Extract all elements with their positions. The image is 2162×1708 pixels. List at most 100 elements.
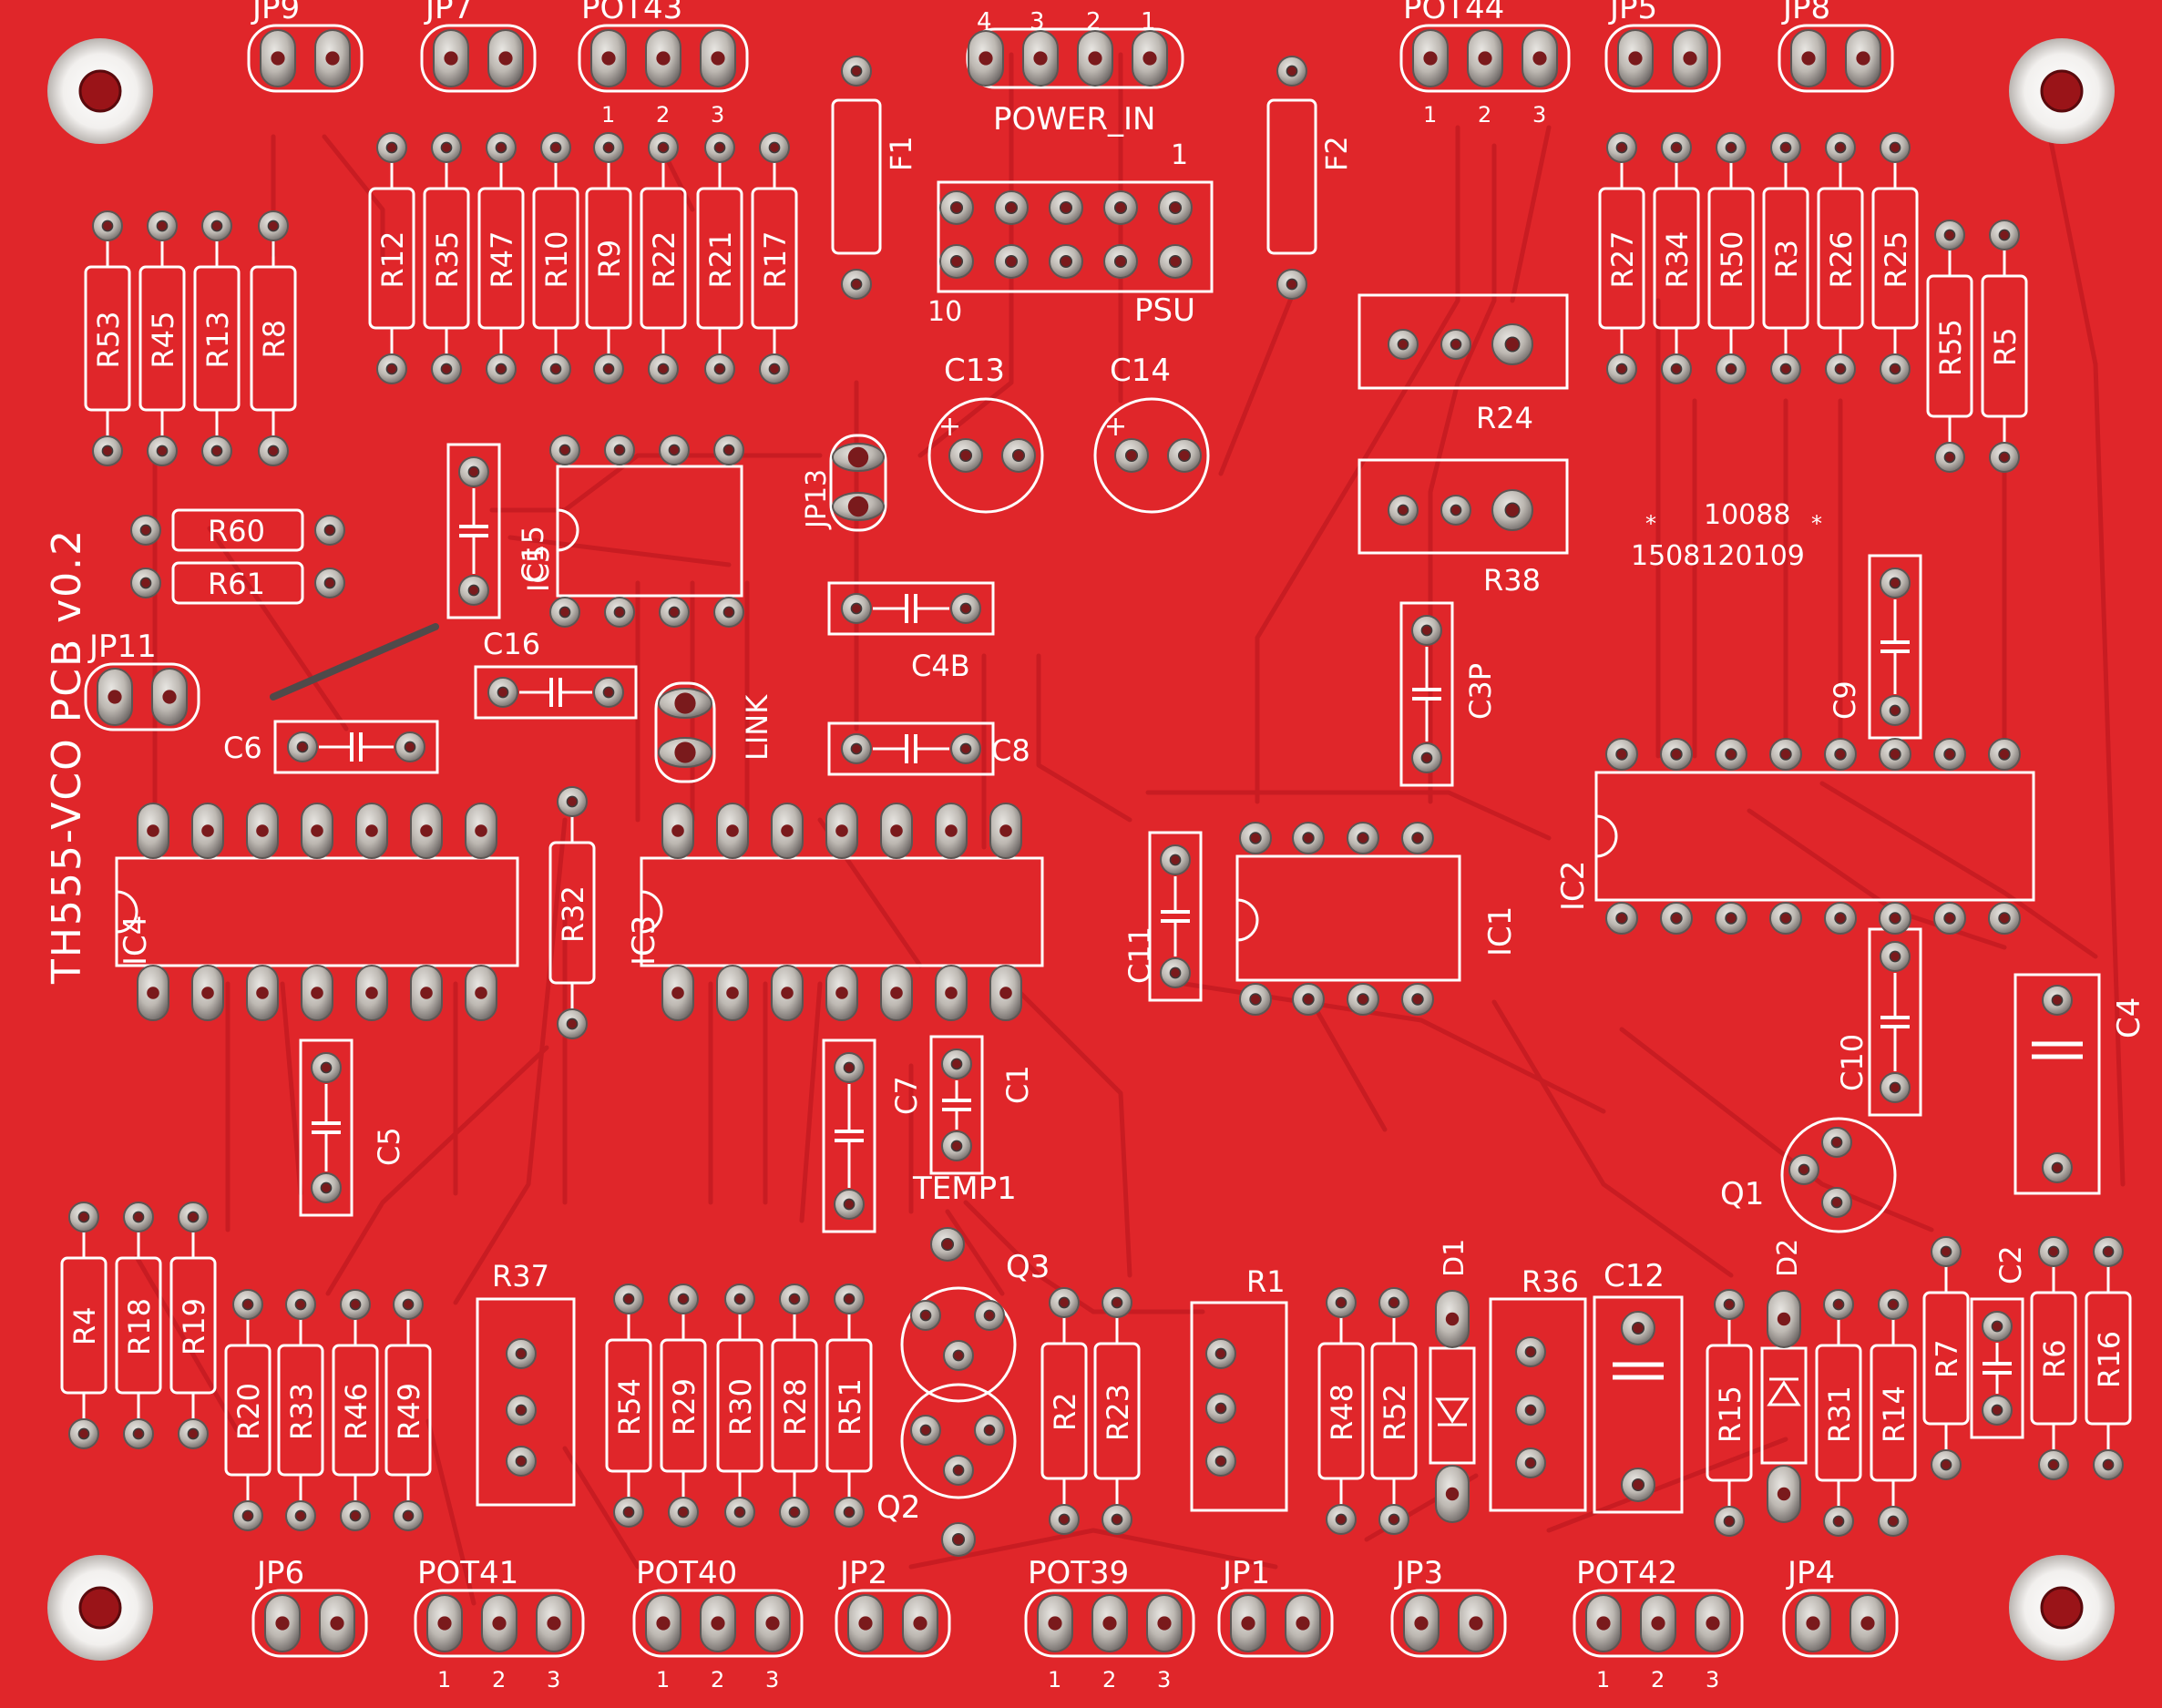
- electrolytic-pad: [948, 438, 983, 473]
- ic-pad: [989, 965, 1022, 1021]
- resistor-pad: [486, 132, 517, 163]
- resistor-pad: [1606, 353, 1637, 384]
- resistor-outline: [585, 187, 632, 330]
- resistor-pad: [1049, 1504, 1080, 1535]
- resistor-label-r34: R34: [1660, 231, 1695, 289]
- pot-pin-label: 3: [547, 1667, 560, 1693]
- transistor-pad: [1788, 1154, 1819, 1185]
- resistor-pad: [232, 1289, 263, 1320]
- resistor-label-r16: R16: [2092, 1331, 2126, 1388]
- capacitor-label-c16: C16: [483, 627, 540, 661]
- mounting-holes: [47, 38, 2115, 1661]
- trimmer-pad: [1440, 329, 1471, 360]
- jumper-outline: [1217, 1589, 1334, 1658]
- resistor-pad: [1931, 1236, 1962, 1267]
- ic-pad: [1292, 822, 1325, 854]
- resistor-pad: [593, 132, 624, 163]
- resistor-pad: [668, 1284, 699, 1314]
- fuse-outline: [1266, 98, 1317, 255]
- capacitor-pad: [841, 733, 872, 764]
- capacitor-pad: [458, 575, 489, 606]
- ic-pad: [661, 965, 694, 1021]
- silkscreen-outlines: [60, 24, 2132, 1658]
- link-pad: [658, 688, 712, 719]
- ic-pad: [1769, 902, 1802, 935]
- pot-pin-label: 3: [711, 102, 724, 128]
- jumper-outline: [1604, 24, 1721, 93]
- capacitor-label-c5: C5: [372, 1127, 406, 1166]
- ic-outline: [1594, 771, 2035, 902]
- resistor-label-r3: R3: [1769, 240, 1804, 279]
- ic-label-ic2: IC2: [1555, 861, 1592, 911]
- capacitor-label-c3p: C3P: [1463, 663, 1498, 720]
- pot-pad: [1585, 1594, 1622, 1652]
- jumper-pad: [97, 668, 133, 726]
- resistor-outline: [2085, 1291, 2132, 1426]
- ic-pad: [137, 965, 169, 1021]
- capacitor-pad: [941, 1048, 972, 1079]
- chip-marking-2: 1508120109: [1631, 540, 1805, 572]
- ic-pad: [246, 803, 279, 859]
- capacitor-label-c14: C14: [1110, 353, 1171, 389]
- transistor-pad: [943, 1455, 974, 1486]
- resistor-outline: [169, 1256, 217, 1395]
- diode-pad: [1767, 1290, 1801, 1348]
- ic-pad: [465, 965, 497, 1021]
- transistor-pad: [910, 1415, 941, 1446]
- capacitor-pad: [1160, 957, 1191, 988]
- resistor-pad: [1989, 220, 2020, 251]
- ic-pad: [1605, 738, 1638, 771]
- scratch-mark: [270, 623, 439, 701]
- trimmer-pad: [506, 1395, 537, 1426]
- resistor-label-r49: R49: [392, 1383, 426, 1440]
- resistor-pad: [314, 515, 345, 546]
- capacitor-label-c1: C1: [1000, 1065, 1035, 1104]
- ic-outline: [556, 465, 743, 598]
- resistor-pad: [393, 1289, 424, 1320]
- ic-pad: [604, 435, 635, 465]
- ic-pad: [880, 803, 913, 859]
- ic-pad: [1824, 738, 1857, 771]
- fuse-label-f2: F2: [1319, 136, 1354, 171]
- resistor-pad: [557, 786, 588, 817]
- transistor-pad: [1821, 1187, 1852, 1218]
- jumper-pad: [1285, 1594, 1321, 1652]
- resistor-label-r50: R50: [1715, 231, 1749, 289]
- trimmer-pad: [1205, 1446, 1236, 1477]
- resistor-label-r2: R2: [1048, 1392, 1082, 1431]
- resistor-outline: [277, 1344, 324, 1477]
- capacitor-outline: [299, 1038, 354, 1217]
- jumper-outline: [251, 1589, 368, 1658]
- capacitor-pad: [311, 1052, 342, 1083]
- capacitor-label-c10: C10: [1835, 1034, 1870, 1091]
- pot-label-pot40: POT40: [636, 1555, 737, 1591]
- resistor-outline: [605, 1338, 652, 1473]
- jumper-pad: [832, 443, 885, 472]
- psu-pin-10: 10: [927, 296, 962, 328]
- ic-pad: [301, 803, 333, 859]
- pot-pad: [1522, 29, 1558, 87]
- capacitor-pad: [1411, 615, 1442, 646]
- resistor-outline: [660, 1338, 707, 1473]
- resistor-label-r15: R15: [1713, 1386, 1747, 1443]
- pot-pad: [1091, 1594, 1128, 1652]
- resistor-label-r8: R8: [257, 320, 292, 359]
- resistor-label-r25: R25: [1879, 231, 1913, 289]
- resistor-label-r61: R61: [208, 567, 265, 601]
- ic-pad: [1605, 902, 1638, 935]
- resistor-pad: [1326, 1287, 1357, 1318]
- resistor-label-r19: R19: [177, 1298, 211, 1355]
- capacitor-pad: [834, 1189, 865, 1220]
- capacitor-pad: [841, 593, 872, 624]
- capacitor-outline: [1970, 1297, 2024, 1439]
- resistor-pad: [393, 1500, 424, 1531]
- jumper-outline: [835, 1589, 951, 1658]
- resistor-label-r28: R28: [778, 1378, 813, 1436]
- jumper-label-jp2: JP2: [838, 1555, 887, 1591]
- resistor-label-r13: R13: [200, 312, 235, 369]
- fuse-pad: [841, 56, 872, 87]
- jumper-outline: [1782, 1589, 1899, 1658]
- ic-pad: [935, 965, 968, 1021]
- resistor-pad: [1326, 1504, 1357, 1535]
